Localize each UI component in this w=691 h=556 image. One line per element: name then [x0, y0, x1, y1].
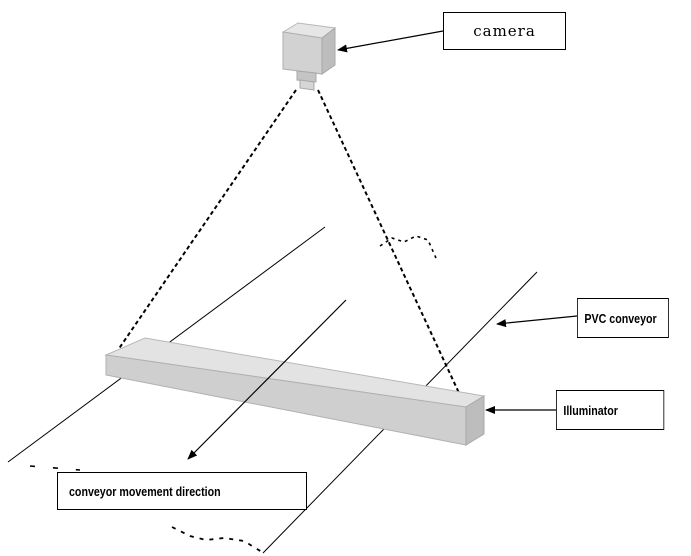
- movement-direction-label-box: conveyor movement direction: [57, 472, 307, 510]
- camera-body: [281, 22, 337, 91]
- movement-direction-label: conveyor movement direction: [69, 483, 221, 499]
- dotted-fragment-bottom: [171, 526, 263, 553]
- pvc-conveyor-label-box: PVC conveyor: [577, 298, 669, 338]
- illuminator-label-box: Illuminator: [556, 390, 665, 430]
- camera-label: camera: [473, 22, 536, 40]
- illuminator-bar: [104, 337, 486, 446]
- dotted-fragment-lower-left: [29, 465, 81, 471]
- camera-front-face: [282, 31, 323, 75]
- dotted-fragment-upper: [379, 235, 437, 259]
- camera-fov-left-line: [117, 89, 297, 351]
- camera-lens-lower: [299, 79, 315, 91]
- pvc-conveyor-arrow: [496, 315, 578, 328]
- camera-label-box: camera: [443, 12, 566, 50]
- illuminator-label: Illuminator: [563, 402, 618, 418]
- camera-fov-right-line: [317, 89, 467, 409]
- movement-direction-arrow: [187, 299, 347, 460]
- pvc-conveyor-label: PVC conveyor: [584, 310, 657, 326]
- camera-lens-upper: [296, 70, 317, 83]
- camera-side-face: [321, 26, 336, 75]
- illuminator-side-face: [465, 395, 485, 446]
- camera-arrow: [337, 30, 444, 53]
